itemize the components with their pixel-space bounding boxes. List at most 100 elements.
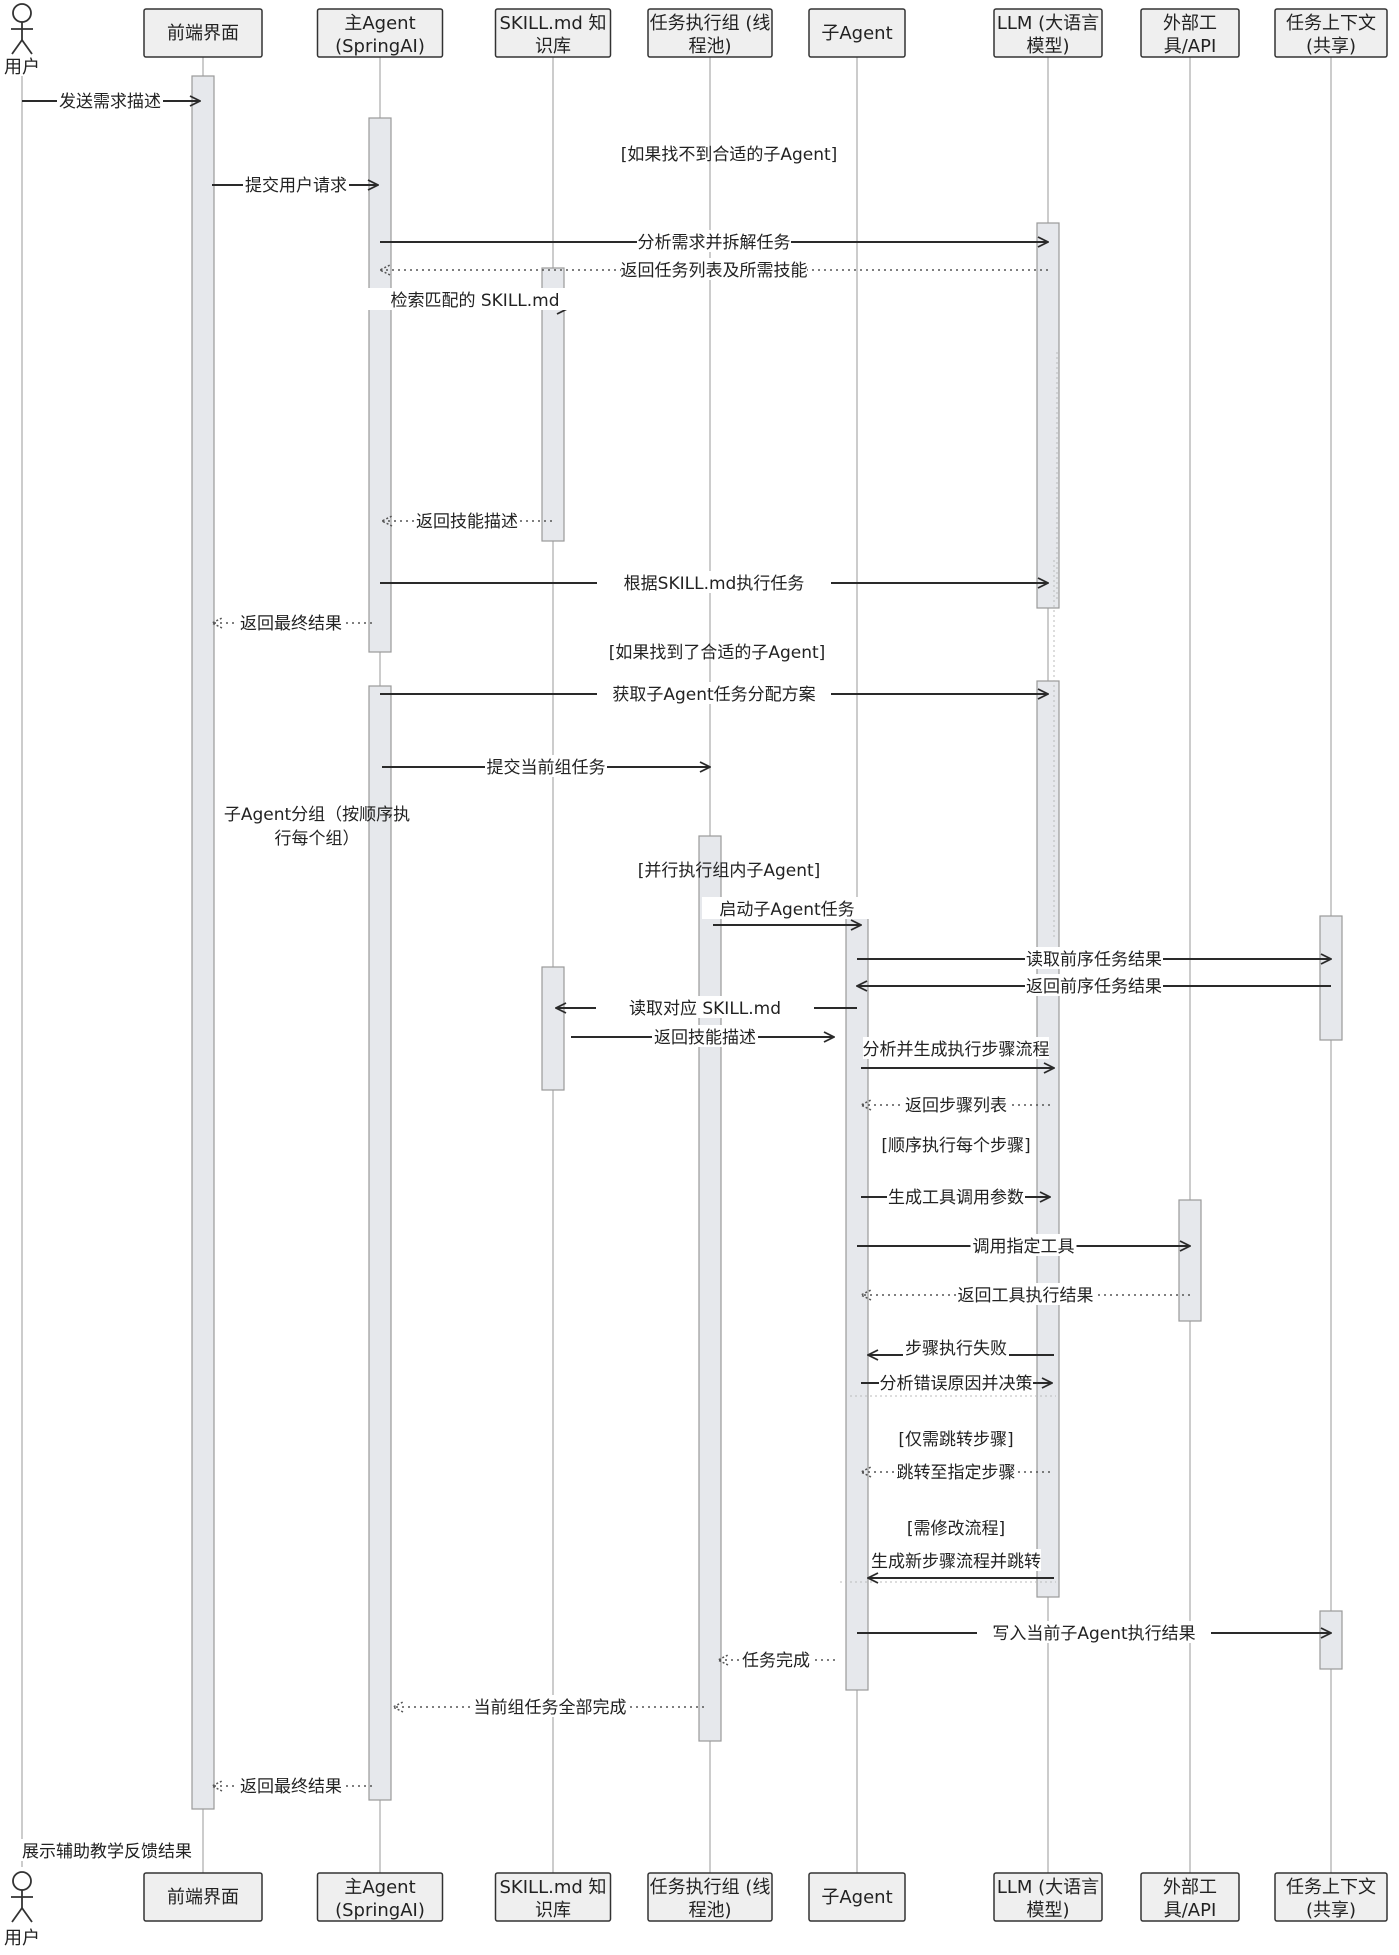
participant-label: 主Agent(SpringAI) xyxy=(335,1877,425,1921)
message-5: 检索匹配的 SKILL.md xyxy=(358,288,592,311)
message-label: 跳转至指定步骤 xyxy=(897,1463,1016,1483)
participant-label: 子Agent xyxy=(821,1887,892,1908)
activation-bars xyxy=(191,75,1343,1810)
message-2: 提交用户请求 xyxy=(212,173,378,196)
participant-box xyxy=(1140,1872,1240,1922)
participant-label: 主Agent(SpringAI) xyxy=(335,13,425,57)
message-label: 提交当前组任务 xyxy=(487,758,606,778)
participant-llm-top: LLM (大语言模型) xyxy=(993,8,1103,58)
participant-exec-top: 任务执行组 (线程池) xyxy=(647,8,773,58)
message-4: 返回任务列表及所需技能 xyxy=(380,258,1048,281)
message-label-bg xyxy=(621,258,807,280)
actor-user-top: 用户 xyxy=(4,3,40,78)
message-28: 返回最终结果 xyxy=(212,1774,372,1797)
message-label: 分析需求并拆解任务 xyxy=(638,233,791,253)
participant-label: LLM (大语言模型) xyxy=(997,1877,1099,1921)
participant-label: 任务上下文(共享) xyxy=(1286,1877,1376,1921)
participant-box xyxy=(143,1872,263,1922)
message-label: 返回技能描述 xyxy=(416,512,518,532)
participant-sub-bottom: 子Agent xyxy=(808,1872,906,1922)
message-label-bg xyxy=(238,1774,344,1796)
activation-bar-main xyxy=(368,685,392,1801)
activation-bar-ctx xyxy=(1319,1610,1343,1670)
message-21: 步骤执行失败 xyxy=(868,1336,1054,1359)
activation-bar-skill xyxy=(541,267,565,542)
message-14: 读取对应 SKILL.md xyxy=(556,996,857,1019)
message-label: 分析并生成执行步骤流程 xyxy=(863,1040,1050,1060)
fragment-note: 子Agent分组（按顺序执行每个组） xyxy=(224,805,410,849)
message-label-bg xyxy=(596,996,814,1018)
message-label: 返回最终结果 xyxy=(240,1777,342,1797)
activation-bar-fe xyxy=(191,75,215,1810)
fragment-note: [顺序执行每个步骤] xyxy=(881,1136,1030,1156)
participant-box xyxy=(494,1872,612,1922)
message-label-bg xyxy=(1025,947,1163,969)
message-6: 返回技能描述 xyxy=(382,509,552,532)
participant-skill-top: SKILL.md 知识库 xyxy=(494,8,612,58)
message-label: 返回步骤列表 xyxy=(905,1096,1007,1116)
message-label-bg xyxy=(597,682,831,704)
message-label: 分析错误原因并决策 xyxy=(880,1374,1033,1394)
message-label-bg xyxy=(903,1093,1009,1115)
message-18: 生成工具调用参数 xyxy=(861,1185,1050,1208)
activation-bar-ctx xyxy=(1319,915,1343,1041)
message-label-bg xyxy=(879,1371,1033,1393)
message-label: 生成工具调用参数 xyxy=(888,1188,1024,1208)
fragment-note: [如果找不到合适的子Agent] xyxy=(621,145,838,165)
participant-main-bottom: 主Agent(SpringAI) xyxy=(316,1872,444,1922)
message-label: 提交用户请求 xyxy=(245,176,347,196)
message-8: 返回最终结果 xyxy=(212,611,372,634)
message-label-bg xyxy=(977,1621,1211,1643)
message-16: 分析并生成执行步骤流程 xyxy=(861,1037,1054,1068)
participant-label: 任务执行组 (线程池) xyxy=(650,1877,771,1921)
message-12: 读取前序任务结果 xyxy=(857,947,1331,970)
participant-box xyxy=(494,8,612,58)
message-label: 写入当前子Agent执行结果 xyxy=(992,1624,1195,1644)
message-19: 调用指定工具 xyxy=(857,1234,1190,1257)
activation-bar-tool xyxy=(1178,1199,1202,1322)
message-29: 展示辅助教学反馈结果 xyxy=(19,1839,192,1862)
participant-box xyxy=(1274,8,1388,58)
actor-head xyxy=(12,1871,32,1891)
message-label: 返回技能描述 xyxy=(654,1028,756,1048)
message-22: 分析错误原因并决策 xyxy=(861,1371,1052,1394)
message-label-bg xyxy=(1025,974,1163,996)
actor-leg xyxy=(21,1907,33,1923)
message-label: 返回工具执行结果 xyxy=(958,1286,1094,1306)
participant-ctx-top: 任务上下文(共享) xyxy=(1274,8,1388,58)
participant-label: 用户 xyxy=(4,57,40,78)
participant-box xyxy=(143,8,263,58)
participant-label: 用户 xyxy=(4,1928,40,1949)
message-label: 展示辅助教学反馈结果 xyxy=(22,1842,192,1862)
participant-box xyxy=(993,1872,1103,1922)
message-label: 任务完成 xyxy=(742,1651,810,1671)
participant-box xyxy=(808,8,906,58)
participant-box xyxy=(993,8,1103,58)
activation-bar-main xyxy=(368,117,392,653)
message-label: 生成新步骤流程并跳转 xyxy=(871,1552,1041,1572)
message-26: 任务完成 xyxy=(718,1648,835,1671)
message-10: 提交当前组任务 xyxy=(382,755,710,778)
actor-leg xyxy=(11,1907,23,1923)
participant-box xyxy=(647,8,773,58)
participant-skill-bottom: SKILL.md 知识库 xyxy=(494,1872,612,1922)
message-label: 启动子Agent任务 xyxy=(719,900,854,920)
message-label-bg xyxy=(895,1460,1017,1482)
participant-tool-top: 外部工具/API xyxy=(1140,8,1240,58)
actor-head xyxy=(12,3,32,23)
participant-fe-top: 前端界面 xyxy=(143,8,263,58)
message-label-bg xyxy=(863,1037,1049,1059)
participant-box xyxy=(316,8,444,58)
participant-label: 前端界面 xyxy=(167,23,239,44)
participant-tool-bottom: 外部工具/API xyxy=(1140,1872,1240,1922)
message-23: 跳转至指定步骤 xyxy=(861,1460,1050,1483)
participant-label: 外部工具/API xyxy=(1163,13,1217,57)
message-25: 写入当前子Agent执行结果 xyxy=(857,1621,1331,1644)
message-15: 返回技能描述 xyxy=(571,1025,834,1048)
message-label: 检索匹配的 SKILL.md xyxy=(390,291,559,311)
message-label-bg xyxy=(19,1839,189,1861)
participant-label: LLM (大语言模型) xyxy=(997,13,1099,57)
participant-box xyxy=(647,1872,773,1922)
